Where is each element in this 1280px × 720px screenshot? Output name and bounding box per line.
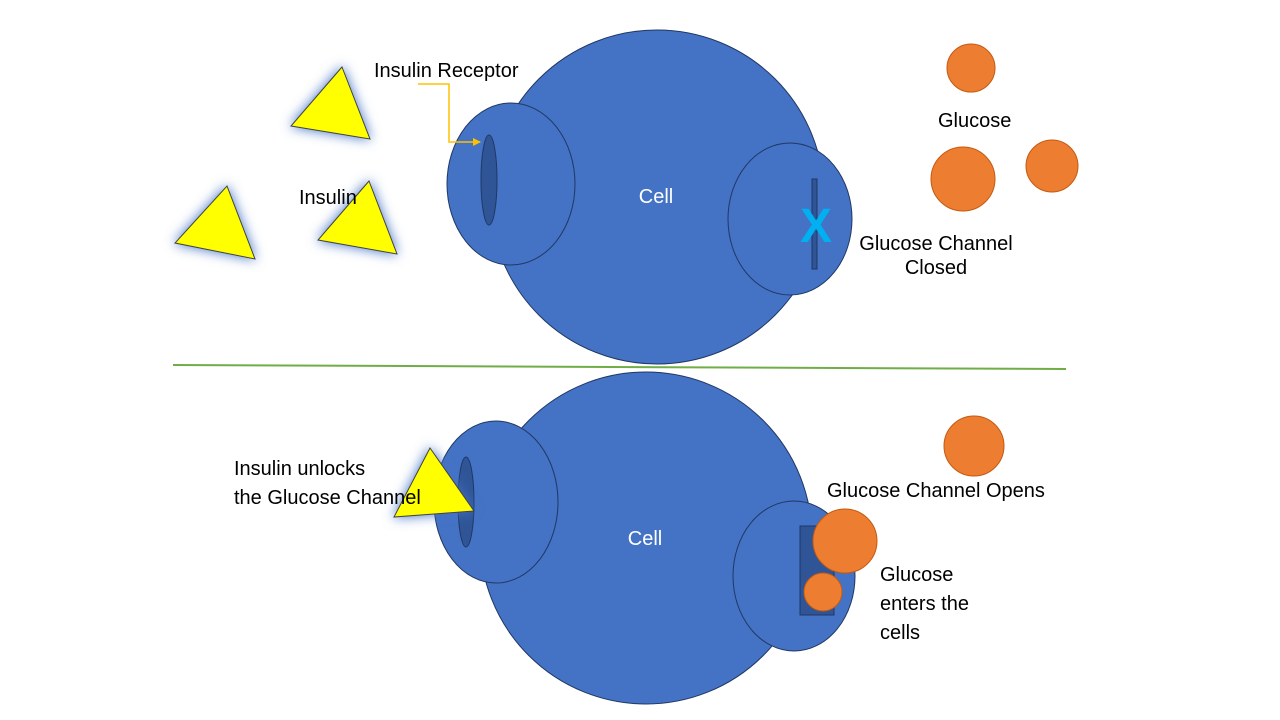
insulin-receptor-label: Insulin Receptor	[374, 60, 519, 82]
glucose-molecule-2	[930, 146, 996, 212]
top-insulin-receptor	[480, 134, 498, 226]
glucose-enters-label-line2: enters the	[880, 593, 969, 615]
insulin-triangle-1	[290, 66, 371, 140]
insulin-label: Insulin	[299, 187, 357, 209]
glucose-molecule-inside	[803, 572, 843, 612]
glucose-enters-label-line3: cells	[880, 622, 920, 644]
glucose-molecule-outside	[943, 415, 1005, 477]
glucose-molecule-1	[946, 43, 996, 93]
unlock-label-line2: the Glucose Channel	[234, 487, 421, 509]
top-glucose-channel-closed	[811, 178, 818, 270]
channel-opens-label: Glucose Channel Opens	[827, 480, 1045, 502]
glucose-enters-label-line1: Glucose	[880, 564, 953, 586]
bottom-panel: Cell Insulin unlocks the Glucose Channel…	[234, 371, 1045, 705]
bound-insulin-triangle	[393, 447, 475, 518]
glucose-molecule-3	[1025, 139, 1079, 193]
receptor-pointer-arrow	[418, 83, 481, 146]
bottom-cell-label: Cell	[628, 528, 662, 550]
panel-divider	[172, 364, 1067, 370]
insulin-triangle-3	[317, 180, 398, 255]
channel-closed-x-icon: X	[800, 200, 832, 253]
channel-closed-label-line1: Glucose Channel	[859, 233, 1012, 255]
insulin-triangle-2	[174, 185, 256, 260]
top-panel: X Cell Insulin Receptor Insulin Glucose …	[174, 29, 1079, 365]
unlock-label-line1: Insulin unlocks	[234, 458, 365, 480]
top-receptor-bulge	[446, 102, 576, 266]
channel-closed-label-line2: Closed	[905, 257, 967, 279]
glucose-molecule-entering	[812, 508, 878, 574]
top-cell-label: Cell	[639, 186, 673, 208]
glucose-label: Glucose	[938, 110, 1011, 132]
top-channel-bulge	[727, 142, 853, 296]
